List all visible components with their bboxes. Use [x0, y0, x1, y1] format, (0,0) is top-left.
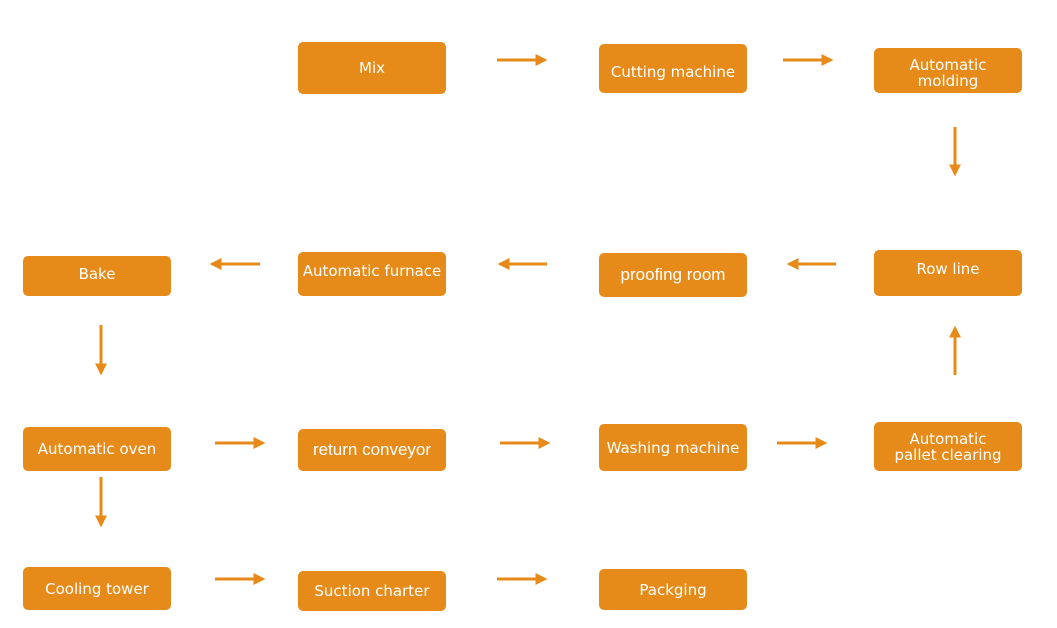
- step-proofing-room: proofing room: [599, 253, 747, 297]
- step-automatic-pallet-clearing: Automatic pallet clearing: [874, 422, 1022, 471]
- step-bake: Bake: [23, 256, 171, 296]
- step-packging: Packging: [599, 569, 747, 610]
- step-washing-machine: Washing machine: [599, 424, 747, 471]
- step-cutting-machine: Cutting machine: [599, 44, 747, 93]
- step-return-conveyor: return conveyor: [298, 429, 446, 471]
- step-row-line: Row line: [874, 250, 1022, 296]
- step-suction-charter: Suction charter: [298, 571, 446, 611]
- step-cooling-tower: Cooling tower: [23, 567, 171, 610]
- step-automatic-furnace: Automatic furnace: [298, 252, 446, 296]
- step-automatic-molding: Automatic molding: [874, 48, 1022, 93]
- step-mix: Mix: [298, 42, 446, 94]
- step-automatic-oven: Automatic oven: [23, 427, 171, 471]
